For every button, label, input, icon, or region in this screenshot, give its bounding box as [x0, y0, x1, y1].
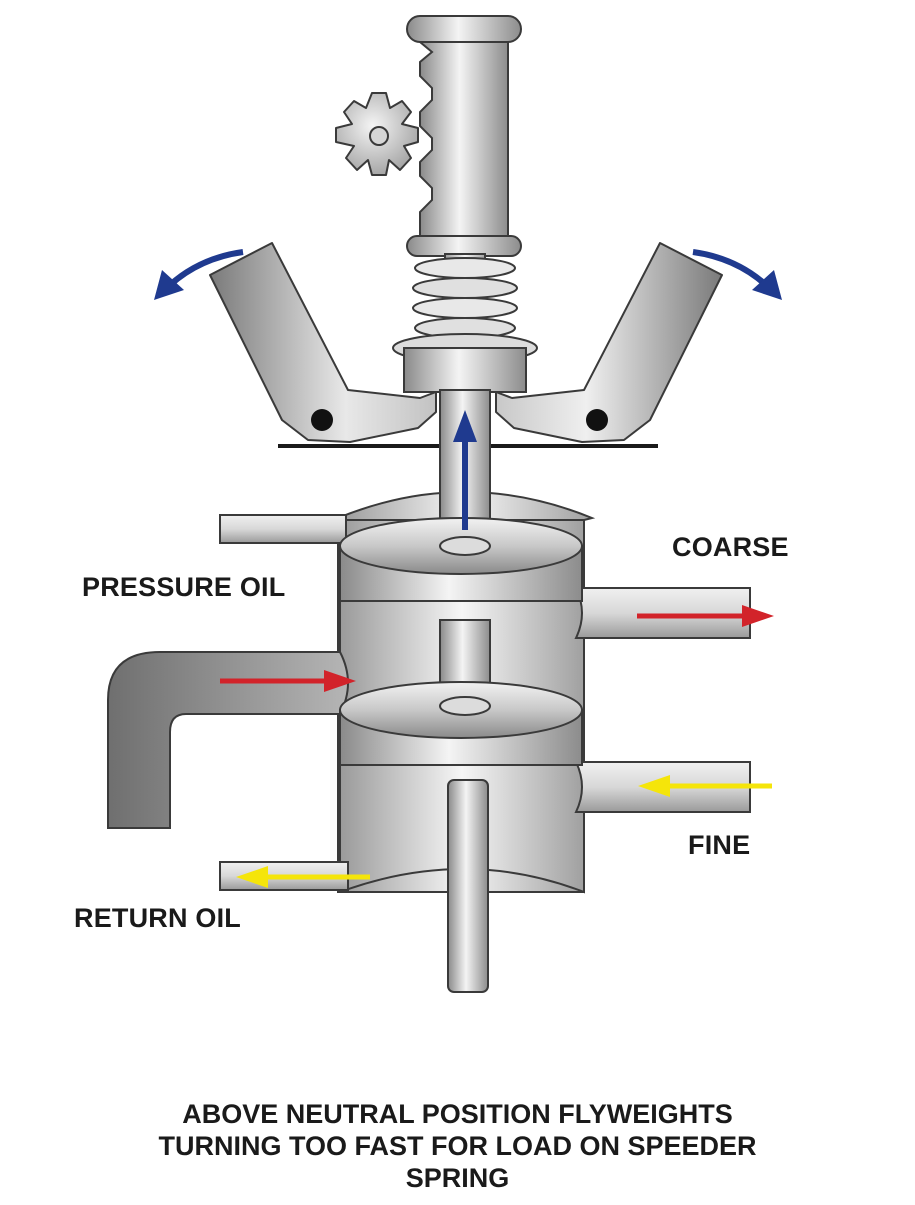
upper-land: [339, 517, 583, 602]
speeder-spring: [412, 253, 518, 355]
return-oil-label: RETURN OIL: [74, 903, 241, 933]
fine-flow-arrow: [638, 775, 772, 797]
caption-line-2: TURNING TOO FAST FOR LOAD ON SPEEDER: [158, 1131, 757, 1161]
pressure-oil-port-top: [219, 514, 347, 544]
coarse-flow-arrow: [637, 605, 774, 627]
spring-seat: [392, 333, 538, 393]
diagram-caption: ABOVE NEUTRAL POSITION FLYWEIGHTS TURNIN…: [0, 1098, 915, 1194]
pinion-gear: [335, 92, 419, 176]
flyweight-left: [209, 242, 437, 443]
flyweight-out-arrow-left: [154, 249, 244, 300]
caption-line-1: ABOVE NEUTRAL POSITION FLYWEIGHTS: [182, 1099, 733, 1129]
coarse-label: COARSE: [672, 532, 789, 562]
pressure-oil-flow-arrow: [220, 670, 356, 692]
fine-label: FINE: [688, 830, 751, 860]
flyweight-out-arrow-right: [692, 249, 782, 300]
stem-up-arrow: [453, 410, 477, 530]
lower-land: [339, 681, 583, 766]
flyweight-right: [495, 242, 723, 443]
rack: [406, 15, 522, 257]
return-oil-flow-arrow: [236, 866, 370, 888]
pressure-oil-inlet-pipe: [107, 651, 349, 829]
caption-line-3: SPRING: [405, 1163, 510, 1193]
coarse-port: [574, 587, 751, 639]
pressure-oil-label: PRESSURE OIL: [82, 572, 286, 602]
